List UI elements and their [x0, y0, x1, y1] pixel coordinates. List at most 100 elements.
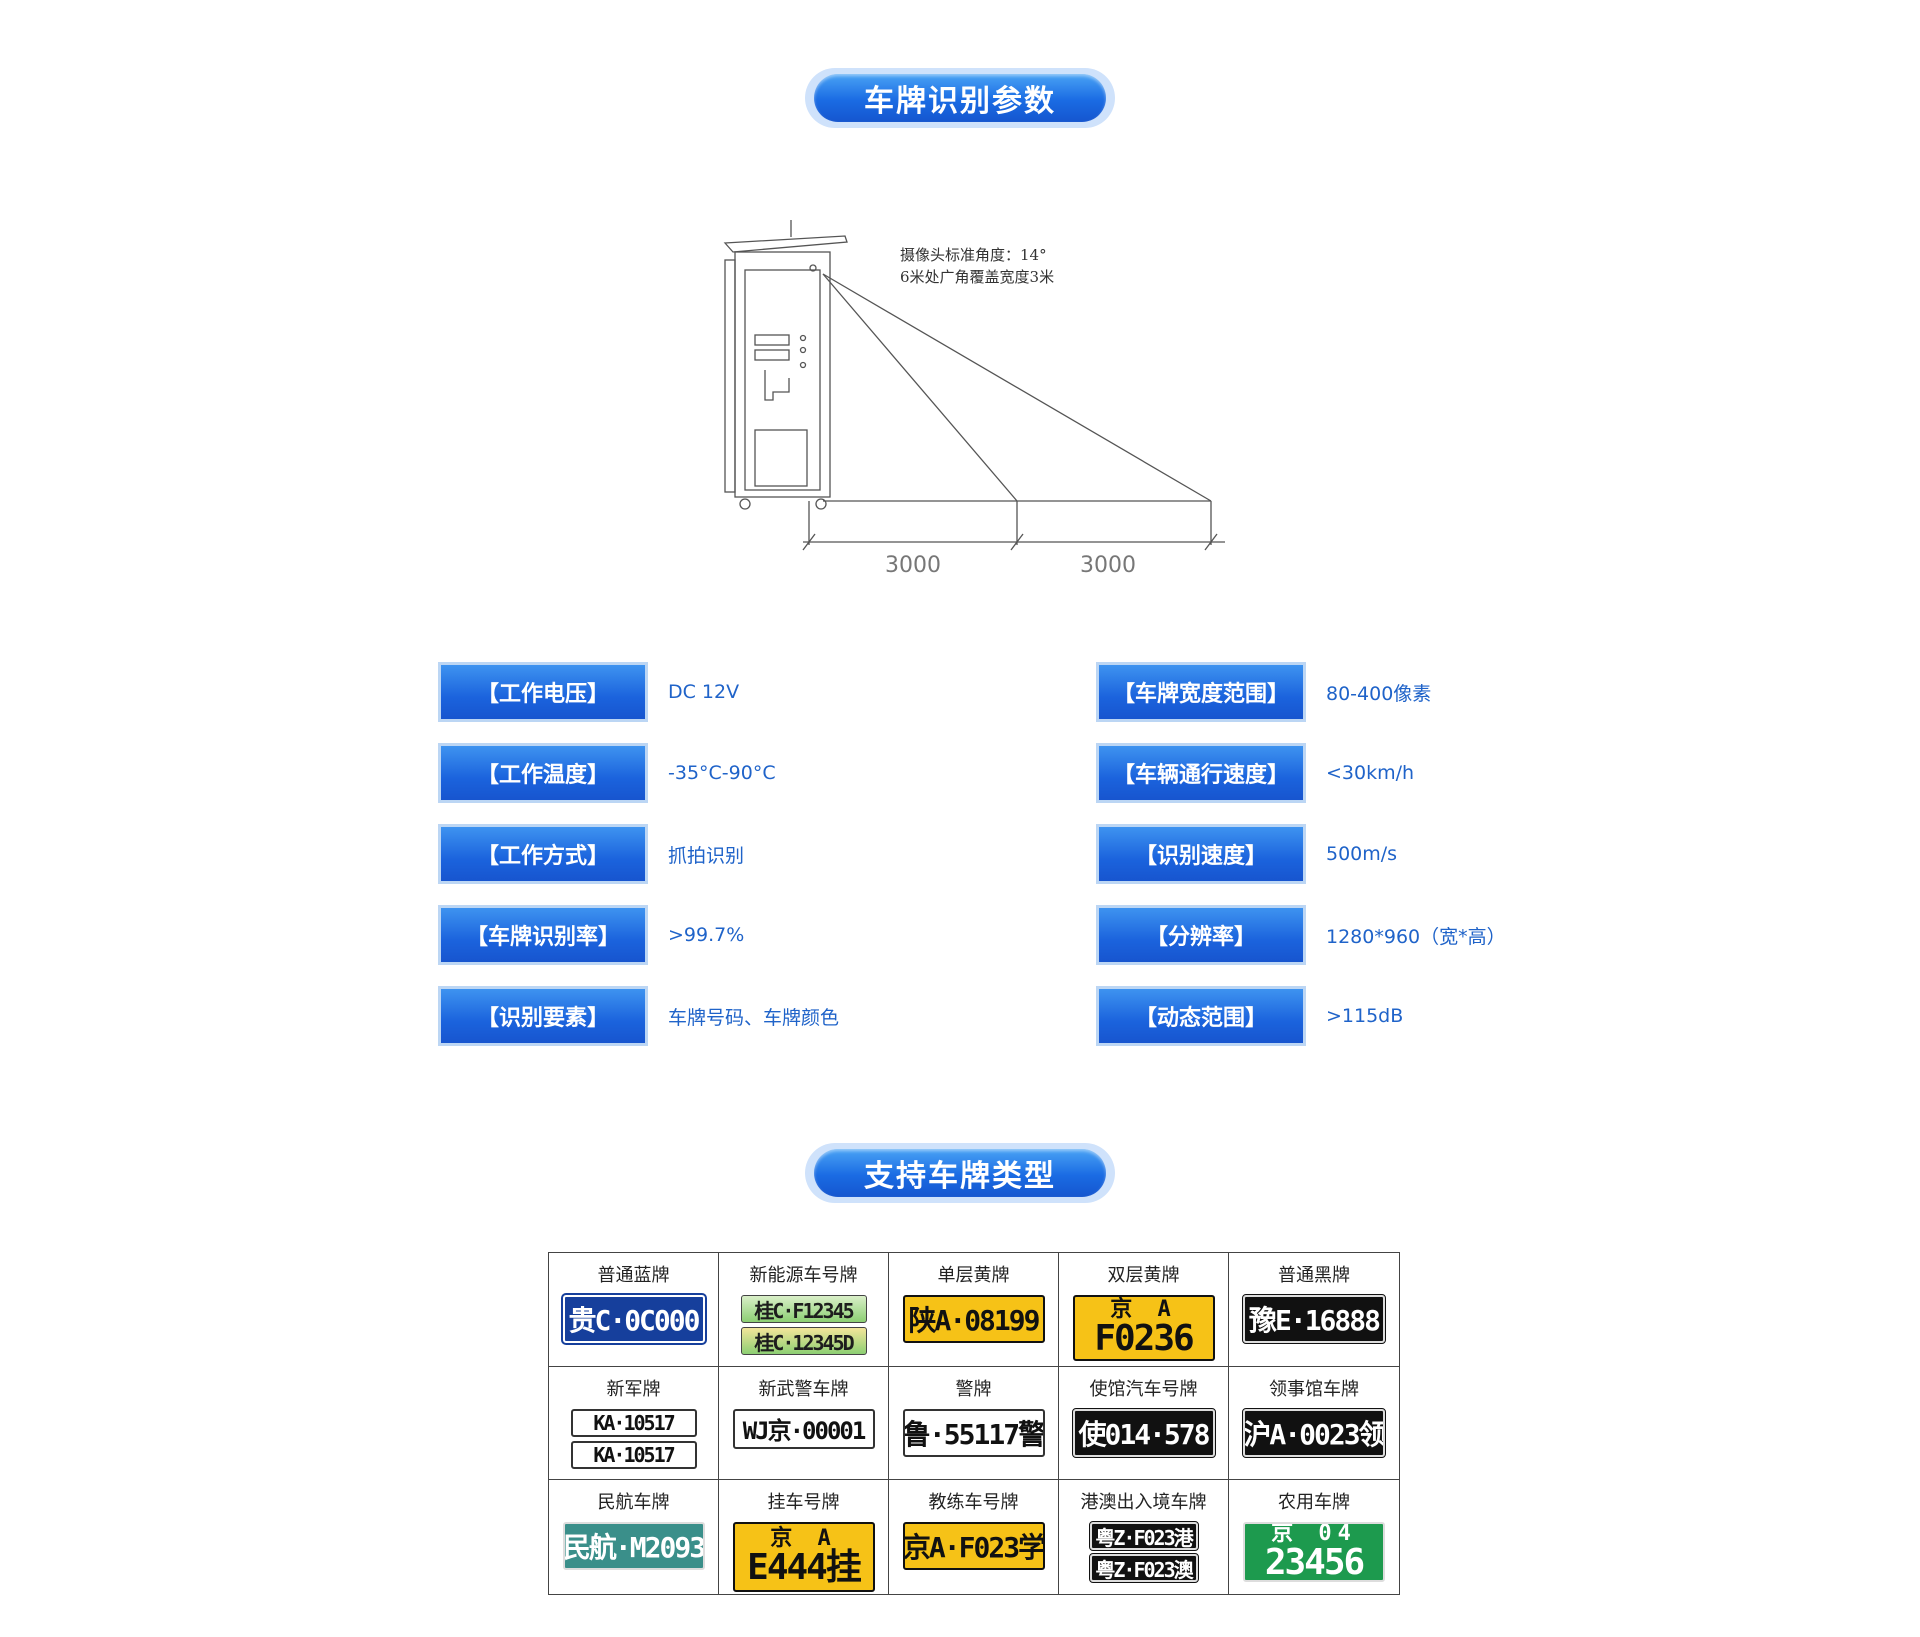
spec-value: 抓拍识别	[668, 844, 745, 867]
plate-name: 单层黄牌	[937, 1265, 1010, 1286]
plate-image: 京 A E444挂	[732, 1522, 875, 1593]
spec-list-right: 【车牌宽度范围】 80-400像素 【车辆通行速度】 <30km/h 【识别速度…	[1096, 662, 1656, 1067]
plate-name: 新军牌	[606, 1378, 661, 1400]
plate-top-line: 京 04	[1271, 1522, 1357, 1547]
diagram-caption-line1: 摄像头标准角度：14°	[900, 246, 1047, 264]
plate-cell: 普通黑牌 豫E·16888	[1229, 1253, 1399, 1367]
plate-image: 鲁·55117警	[902, 1408, 1045, 1457]
spec-value: DC 12V	[668, 681, 740, 703]
plate-image: 使014·578	[1071, 1407, 1216, 1458]
plate-name: 农用车牌	[1278, 1492, 1350, 1514]
camera-lens	[809, 264, 817, 272]
diagram-caption-line2: 6米处广角覆盖宽度3米	[900, 268, 1054, 286]
plate-cell: 警牌 鲁·55117警	[889, 1366, 1059, 1481]
spec-label: 【车牌识别率】	[438, 905, 648, 965]
coverage-line-near	[822, 273, 1018, 502]
spec-value: 车牌号码、车牌颜色	[668, 1006, 840, 1029]
spec-label: 【车牌宽度范围】	[1096, 662, 1306, 722]
plate-cell: 新能源车号牌 桂C·F12345 桂C·12345D	[719, 1253, 889, 1367]
plate-cell: 挂车号牌 京 A E444挂	[719, 1480, 889, 1594]
plate-name: 民航车牌	[597, 1492, 670, 1514]
plate-image: 陕A·08199	[902, 1295, 1045, 1343]
plate-image: 桂C·12345D	[740, 1327, 867, 1355]
plate-name: 领事馆车牌	[1269, 1378, 1359, 1400]
plate-cell: 新军牌 KA·10517 KA·10517	[549, 1366, 719, 1481]
plate-image: WJ京·00001	[732, 1408, 875, 1449]
plate-bottom-line: 23456	[1264, 1542, 1365, 1583]
plate-cell: 单层黄牌 陕A·08199	[889, 1253, 1059, 1367]
plate-cell: 领事馆车牌 沪A·0023领	[1229, 1367, 1399, 1481]
cabinet-panel	[754, 429, 808, 487]
plate-cell: 农用车牌 京 04 23456	[1229, 1480, 1399, 1594]
section-title-params: 车牌识别参数	[805, 68, 1115, 128]
plate-image: 粤Z·F023港	[1088, 1521, 1199, 1552]
plate-name: 使馆汽车号牌	[1089, 1378, 1198, 1400]
spec-list-left: 【工作电压】 DC 12V 【工作温度】 -35°C-90°C 【工作方式】 抓…	[438, 662, 998, 1067]
plate-cell: 普通蓝牌 贵C·0C000	[549, 1253, 719, 1367]
spec-label: 【识别速度】	[1096, 824, 1306, 884]
camera-coverage-diagram: 摄像头标准角度：14° 6米处广角覆盖宽度3米 3000 3000	[723, 220, 1225, 578]
spec-label: 【工作温度】	[438, 743, 648, 803]
spec-value: >115dB	[1326, 1005, 1404, 1027]
spec-row: 【车牌宽度范围】 80-400像素	[1096, 662, 1656, 743]
plate-bottom-line: F0236	[1094, 1318, 1194, 1359]
spec-row: 【工作温度】 -35°C-90°C	[438, 743, 998, 824]
plate-cell: 双层黄牌 京 A F0236	[1059, 1253, 1229, 1367]
spec-label: 【动态范围】	[1096, 986, 1306, 1046]
spec-row: 【车辆通行速度】 <30km/h	[1096, 743, 1656, 824]
plate-name: 普通黑牌	[1278, 1265, 1350, 1286]
plate-name: 教练车号牌	[928, 1492, 1019, 1514]
plate-name: 港澳出入境车牌	[1080, 1492, 1207, 1514]
coverage-line-far	[822, 273, 1212, 502]
spec-label: 【车辆通行速度】	[1096, 743, 1306, 803]
plate-name: 普通蓝牌	[597, 1265, 670, 1286]
plate-image: 京 A F0236	[1072, 1295, 1215, 1361]
spec-row: 【识别速度】 500m/s	[1096, 824, 1656, 905]
section-title-params-text: 车牌识别参数	[814, 74, 1106, 122]
spec-label: 【识别要素】	[438, 986, 648, 1046]
plate-name: 警牌	[955, 1378, 992, 1400]
plate-image: 粤Z·F023澳	[1088, 1553, 1199, 1584]
plate-cell: 教练车号牌 京A·F023学	[889, 1480, 1059, 1594]
plate-top-line: 京 A	[1110, 1297, 1177, 1322]
plate-image: 豫E·16888	[1242, 1294, 1386, 1344]
section-title-types: 支持车牌类型	[805, 1143, 1115, 1203]
plate-name: 双层黄牌	[1107, 1265, 1180, 1286]
plate-cell: 使馆汽车号牌 使014·578	[1059, 1366, 1229, 1481]
plate-image: 京A·F023学	[902, 1522, 1045, 1571]
plate-cell: 港澳出入境车牌 粤Z·F023港 粤Z·F023澳	[1059, 1480, 1229, 1594]
plate-image: 沪A·0023领	[1242, 1407, 1386, 1458]
plate-image: KA·10517	[570, 1408, 697, 1437]
plate-cell: 民航车牌 民航·M2093	[549, 1480, 719, 1594]
plate-image: 贵C·0C000	[560, 1293, 707, 1345]
spec-row: 【工作方式】 抓拍识别	[438, 824, 998, 905]
plate-image: 民航·M2093	[562, 1522, 705, 1571]
plate-name: 新武警车牌	[758, 1378, 849, 1400]
plate-bottom-line: E444挂	[747, 1547, 862, 1589]
section-title-types-text: 支持车牌类型	[814, 1149, 1106, 1197]
plate-image: KA·10517	[570, 1440, 697, 1469]
plate-image: 桂C·F12345	[740, 1295, 867, 1323]
spec-label: 【工作电压】	[438, 662, 648, 722]
spec-label: 【分辨率】	[1096, 905, 1306, 965]
plate-name: 挂车号牌	[767, 1492, 840, 1514]
spec-value: <30km/h	[1326, 762, 1415, 784]
spec-value: 1280*960（宽*高）	[1326, 925, 1506, 948]
spec-value: -35°C-90°C	[668, 762, 776, 784]
spec-label: 【工作方式】	[438, 824, 648, 884]
plate-name: 新能源车号牌	[749, 1265, 858, 1286]
spec-row: 【工作电压】 DC 12V	[438, 662, 998, 743]
spec-value: >99.7%	[668, 924, 745, 946]
spec-row: 【分辨率】 1280*960（宽*高）	[1096, 905, 1656, 986]
dimension-label-2: 3000	[1080, 553, 1136, 578]
spec-row: 【识别要素】 车牌号码、车牌颜色	[438, 986, 998, 1067]
plate-top-line: 京 A	[770, 1526, 837, 1552]
plate-cell: 新武警车牌 WJ京·00001	[719, 1366, 889, 1481]
spec-value: 80-400像素	[1326, 682, 1432, 705]
plate-image: 京 04 23456	[1243, 1522, 1385, 1583]
spec-row: 【动态范围】 >115dB	[1096, 986, 1656, 1067]
spec-value: 500m/s	[1326, 843, 1398, 865]
plate-types-table: 普通蓝牌 贵C·0C000 新能源车号牌 桂C·F12345 桂C·12345D…	[548, 1252, 1400, 1595]
dimension-label-1: 3000	[885, 553, 941, 578]
cabinet-body	[734, 251, 831, 498]
